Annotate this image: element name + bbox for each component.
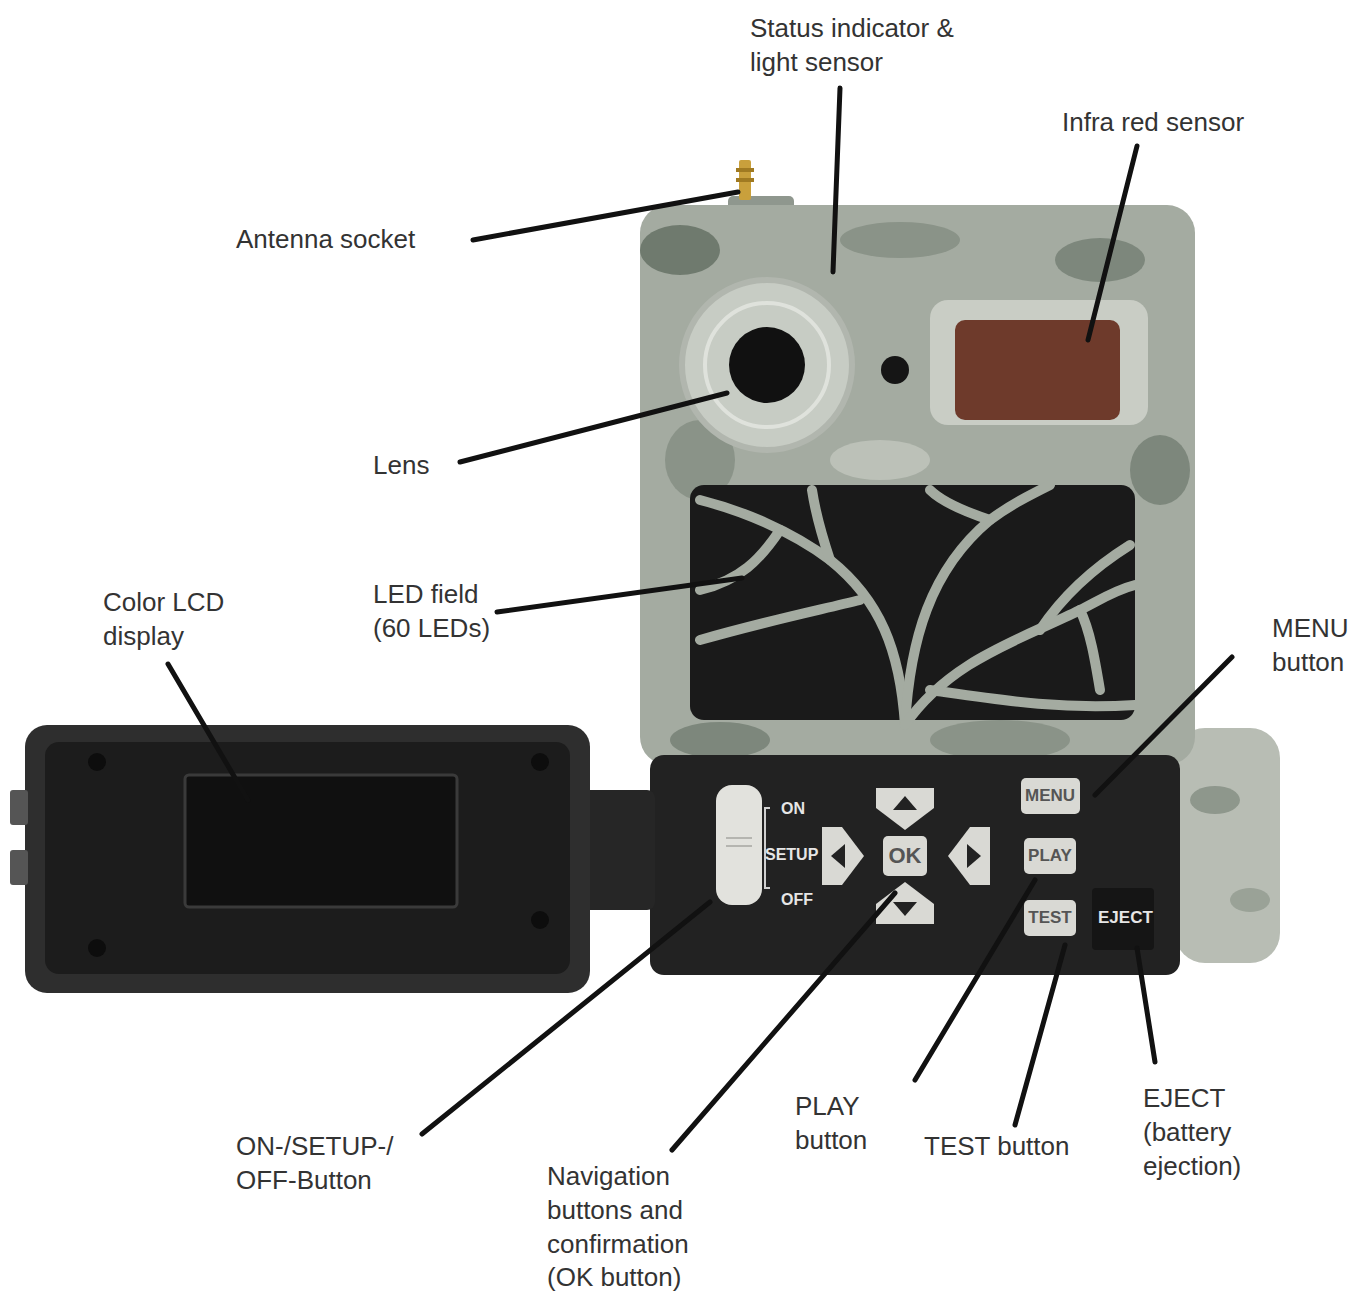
eject-area xyxy=(1092,888,1154,950)
battery-housing xyxy=(1175,728,1280,963)
play-button: PLAY xyxy=(1024,838,1076,874)
part-label: Color LCD display xyxy=(103,586,253,654)
screw xyxy=(531,753,549,771)
part-label: Infra red sensor xyxy=(1062,106,1244,140)
leader-line xyxy=(1088,146,1137,340)
switch-position: SETUP xyxy=(765,846,818,864)
part-label: EJECT (battery ejection) xyxy=(1143,1082,1253,1183)
nav-right-button xyxy=(948,827,990,885)
leader-line xyxy=(473,192,738,240)
part-label: Lens xyxy=(373,449,429,483)
part-label: Navigation buttons and confirmation (OK … xyxy=(547,1160,709,1295)
nav-arrow xyxy=(893,796,917,810)
part-label: MENU button xyxy=(1272,612,1356,680)
menu-button: MENU xyxy=(1021,778,1080,814)
leader-line xyxy=(168,664,248,800)
switch-position: OFF xyxy=(781,891,813,909)
ok-button: OK xyxy=(883,836,927,876)
lid-latch xyxy=(10,790,28,825)
leader-line xyxy=(1137,948,1155,1062)
status-indicator xyxy=(881,356,909,384)
lens xyxy=(729,327,805,403)
leader-line xyxy=(672,893,895,1150)
leader-line xyxy=(833,88,840,272)
part-label: LED field (60 LEDs) xyxy=(373,578,498,646)
camo-blob xyxy=(840,222,960,258)
nav-left-button xyxy=(822,827,864,885)
camera-body xyxy=(640,205,1195,765)
power-switch xyxy=(716,785,762,905)
camo-blob xyxy=(830,440,930,480)
nav-arrow xyxy=(893,902,917,916)
switch-grip xyxy=(726,837,752,839)
leader-line xyxy=(1015,945,1065,1125)
screw xyxy=(88,753,106,771)
nav-arrow xyxy=(967,844,981,868)
lid-latch xyxy=(10,850,28,885)
camera-lid xyxy=(25,725,590,993)
camo-blob xyxy=(930,720,1070,760)
button-text: TEST xyxy=(1028,908,1071,928)
camo-blob xyxy=(1130,435,1190,505)
tree-branch xyxy=(905,585,1135,725)
lens-ring xyxy=(682,280,852,450)
lcd-display xyxy=(185,775,457,907)
part-label: PLAY button xyxy=(795,1090,890,1158)
camo-blob xyxy=(1055,238,1145,282)
button-text: MENU xyxy=(1025,786,1075,806)
tree-branch xyxy=(700,500,905,725)
tree-branch xyxy=(700,600,860,640)
tree-branch xyxy=(1080,610,1100,690)
switch-grip xyxy=(726,845,752,847)
leader-line xyxy=(460,393,727,462)
tree-grille xyxy=(700,485,1135,725)
leader-line xyxy=(497,578,742,612)
leader-line xyxy=(1095,657,1232,795)
part-label: Status indicator & light sensor xyxy=(750,12,955,80)
infrared-sensor xyxy=(955,320,1120,420)
leader-line xyxy=(422,902,710,1134)
part-label: Antenna socket xyxy=(236,223,415,257)
switch-position: ON xyxy=(781,800,805,818)
part-label: TEST button xyxy=(924,1130,1070,1164)
antenna-thread xyxy=(736,178,754,182)
leader-line xyxy=(915,880,1035,1080)
test-button: TEST xyxy=(1024,900,1076,936)
screw xyxy=(88,939,106,957)
button-text: PLAY xyxy=(1028,846,1072,866)
tree-branch xyxy=(930,690,1135,706)
camo-blob xyxy=(1230,888,1270,912)
tree-branch xyxy=(1040,545,1130,630)
camo-blob xyxy=(1190,786,1240,814)
camo-blob xyxy=(640,225,720,275)
screw xyxy=(531,911,549,929)
nav-up-button xyxy=(876,788,934,830)
button-label: EJECT xyxy=(1098,908,1153,928)
leader-lines xyxy=(168,88,1232,1150)
button-text: OK xyxy=(889,843,922,869)
lid-inner xyxy=(45,742,570,974)
part-label: ON-/SETUP-/ OFF-Button xyxy=(236,1130,414,1198)
lens-ring xyxy=(705,303,829,427)
tree-branch xyxy=(930,490,990,520)
tree-branch xyxy=(812,490,830,560)
antenna-thread xyxy=(736,168,754,172)
nav-arrow xyxy=(831,844,845,868)
camo-blob xyxy=(670,722,770,758)
sensor-frame xyxy=(930,300,1148,425)
